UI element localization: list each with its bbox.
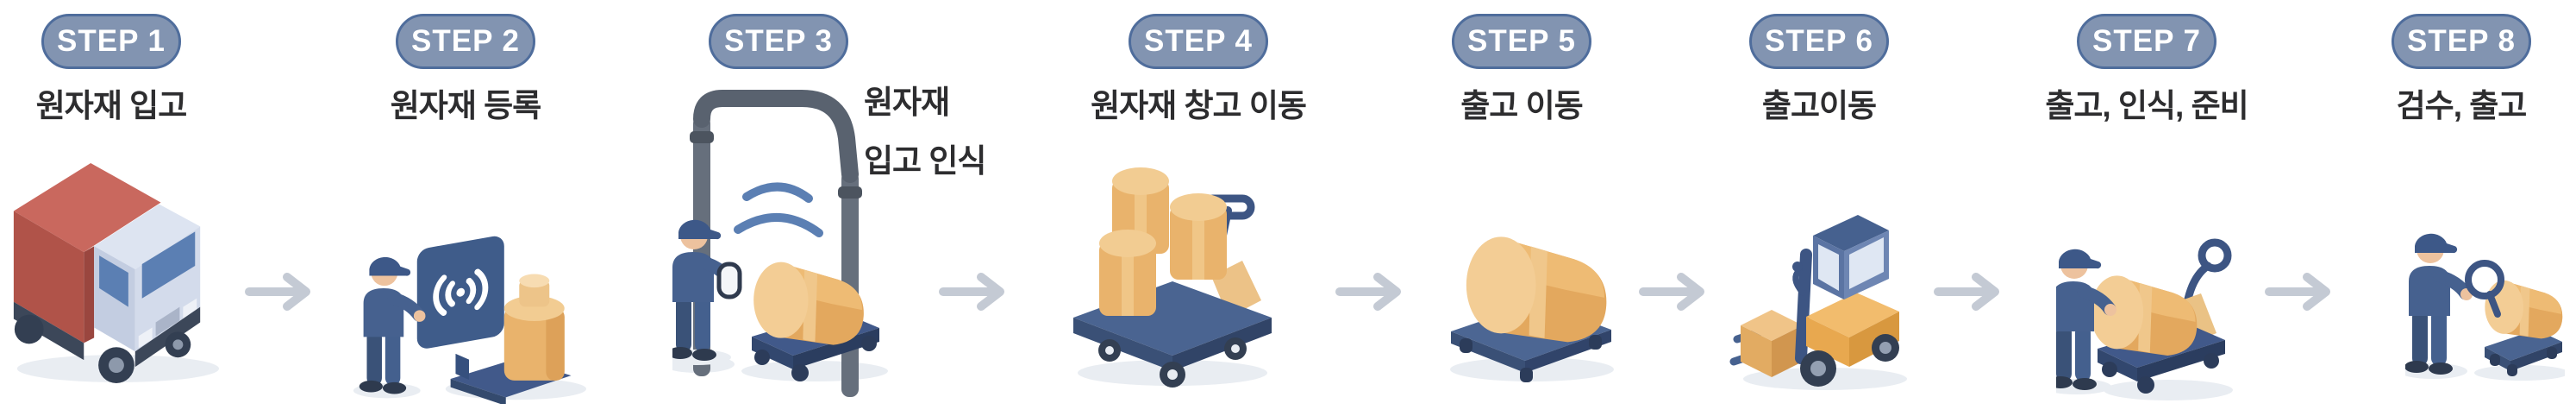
step-6-badge: STEP 6	[1749, 14, 1889, 69]
worker-rfid-panel-icon	[352, 236, 586, 404]
step-4-label: 원자재 창고 이동	[1091, 88, 1307, 123]
flow-arrow-2	[939, 273, 1004, 311]
step-3-label-line-2: 입고 인식	[864, 143, 986, 179]
step-7-badge: STEP 7	[2077, 14, 2216, 69]
step-2-label: 원자재 등록	[390, 88, 541, 123]
step-4-badge: STEP 4	[1129, 14, 1268, 69]
step-3-label-line-1: 원자재	[864, 85, 950, 120]
red-delivery-truck-icon	[13, 162, 220, 383]
flow-arrow-3	[1335, 273, 1401, 311]
step-3-badge: STEP 3	[709, 14, 848, 69]
step-8-badge: STEP 8	[2392, 14, 2531, 69]
step-8-label: 검수, 출고	[2396, 88, 2528, 123]
worker-inspection-icon	[2405, 195, 2565, 398]
step-6: STEP 6 출고이동	[1720, 0, 1918, 416]
step-2: STEP 2 원자재 등록	[345, 0, 586, 416]
step-8: STEP 8 검수, 출고	[2367, 0, 2565, 416]
step-6-label: 출고이동	[1761, 88, 1877, 123]
step-1-badge: STEP 1	[41, 14, 181, 69]
step-5-badge: STEP 5	[1452, 14, 1591, 69]
step-5-label: 출고 이동	[1460, 88, 1583, 123]
flow-arrow-5	[1934, 273, 1999, 311]
barrel-on-dolly-icon	[1450, 236, 1614, 382]
hand-cart-with-barrels-icon	[1073, 167, 1272, 388]
step-3: STEP 3 원자재 입고 인식	[672, 0, 1035, 416]
flow-arrow-4	[1639, 273, 1704, 311]
step-7-label: 출고, 인식, 준비	[2045, 88, 2248, 123]
step-5: STEP 5 출고 이동	[1427, 0, 1616, 416]
step-2-badge: STEP 2	[396, 14, 535, 69]
flow-arrow-6	[2265, 273, 2330, 311]
step-7: STEP 7 출고, 인식, 준비	[2009, 0, 2285, 416]
step-1-label: 원자재 입고	[35, 88, 187, 123]
step-4: STEP 4 원자재 창고 이동	[1039, 0, 1358, 416]
worker-pallet-jack-icon	[2056, 238, 2233, 407]
flow-arrow-1	[245, 273, 310, 311]
step-1: STEP 1 원자재 입고	[0, 0, 222, 416]
forklift-icon	[1729, 215, 1907, 390]
rfid-gate-scan-icon	[672, 90, 888, 397]
